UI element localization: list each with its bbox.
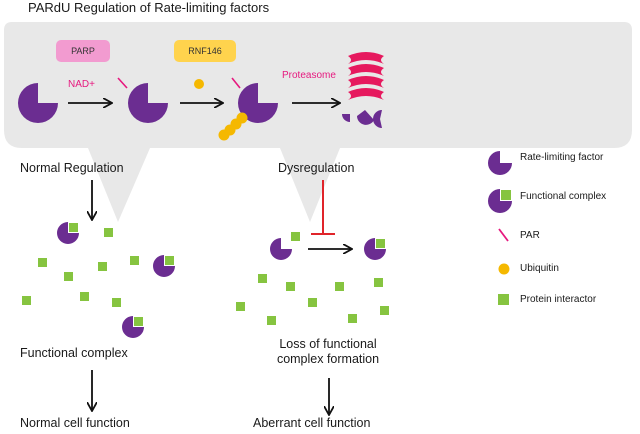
interactor-bound xyxy=(165,256,174,265)
legend-functional-complex-square xyxy=(501,190,511,200)
legend-protein-interactor-icon xyxy=(498,294,509,305)
dysregulated-scatter xyxy=(236,232,389,325)
functional-complex-shape xyxy=(57,222,79,244)
ubiquitin-chain xyxy=(218,129,230,141)
rnf146-tag: RNF146 xyxy=(174,40,236,62)
par-mark xyxy=(231,77,241,89)
interactor-bound xyxy=(69,223,78,232)
legend-par-icon xyxy=(498,228,509,242)
functional-complex-shape xyxy=(122,316,144,338)
interactor xyxy=(286,282,295,291)
interactor xyxy=(112,298,121,307)
normal-regulation-label: Normal Regulation xyxy=(20,161,124,175)
interactor xyxy=(335,282,344,291)
proteasome-label: Proteasome xyxy=(282,70,336,81)
legend-label-par: PAR xyxy=(520,230,540,241)
degraded-fragment xyxy=(357,110,374,125)
interactor xyxy=(236,302,245,311)
interactor xyxy=(380,306,389,315)
interactor xyxy=(104,228,113,237)
parp-tag: PARP xyxy=(56,40,110,62)
rate-limiting-factor-shape xyxy=(270,238,292,260)
interactor xyxy=(98,262,107,271)
legend-label-rate-limiting-factor: Rate-limiting factor xyxy=(520,152,604,163)
normal-cell-function-label: Normal cell function xyxy=(20,416,130,430)
aberrant-cell-function-label: Aberrant cell function xyxy=(253,416,371,430)
legend-label-ubiquitin: Ubiquitin xyxy=(520,263,559,274)
proteasome-icon xyxy=(348,52,384,100)
interactor-bound xyxy=(134,317,143,326)
interactor xyxy=(130,256,139,265)
interactor xyxy=(22,296,31,305)
interactor xyxy=(267,316,276,325)
interactor xyxy=(308,298,317,307)
legend-ubiquitin-icon xyxy=(498,263,510,275)
interactor xyxy=(348,314,357,323)
legend-rate-limiting-factor-icon xyxy=(488,151,512,175)
dysregulation-label: Dysregulation xyxy=(278,161,355,175)
par-mark xyxy=(117,77,128,89)
legend-label-functional-complex: Functional complex xyxy=(520,191,607,202)
rate-limiting-factor-shape xyxy=(18,83,58,123)
functional-complex-shape xyxy=(364,238,386,260)
interactor xyxy=(374,278,383,287)
functional-complex-shape xyxy=(153,255,175,277)
loss-label-line2: complex formation xyxy=(276,352,380,366)
interactor xyxy=(38,258,47,267)
legend-label-protein-interactor: Protein interactor xyxy=(520,294,597,305)
functional-complex-outcome: Functional complex xyxy=(20,346,128,360)
top-panel xyxy=(4,22,632,222)
nad-label: NAD+ xyxy=(68,79,95,90)
degraded-fragment xyxy=(342,114,350,122)
normal-scatter xyxy=(22,222,175,338)
interactor xyxy=(258,274,267,283)
ubiquitin-free xyxy=(194,79,204,89)
degraded-fragment xyxy=(373,110,382,128)
interactor xyxy=(80,292,89,301)
parylated-factor-shape xyxy=(128,83,168,123)
interactor xyxy=(64,272,73,281)
interactor-bound xyxy=(376,239,385,248)
loss-label-line1: Loss of functional xyxy=(279,337,377,351)
ubiquitinated-factor-shape xyxy=(238,83,278,123)
legend xyxy=(488,151,512,305)
legend-functional-complex-icon xyxy=(488,189,512,213)
diagram-title: PARdU Regulation of Rate-limiting factor… xyxy=(28,0,270,15)
interactor xyxy=(291,232,300,241)
